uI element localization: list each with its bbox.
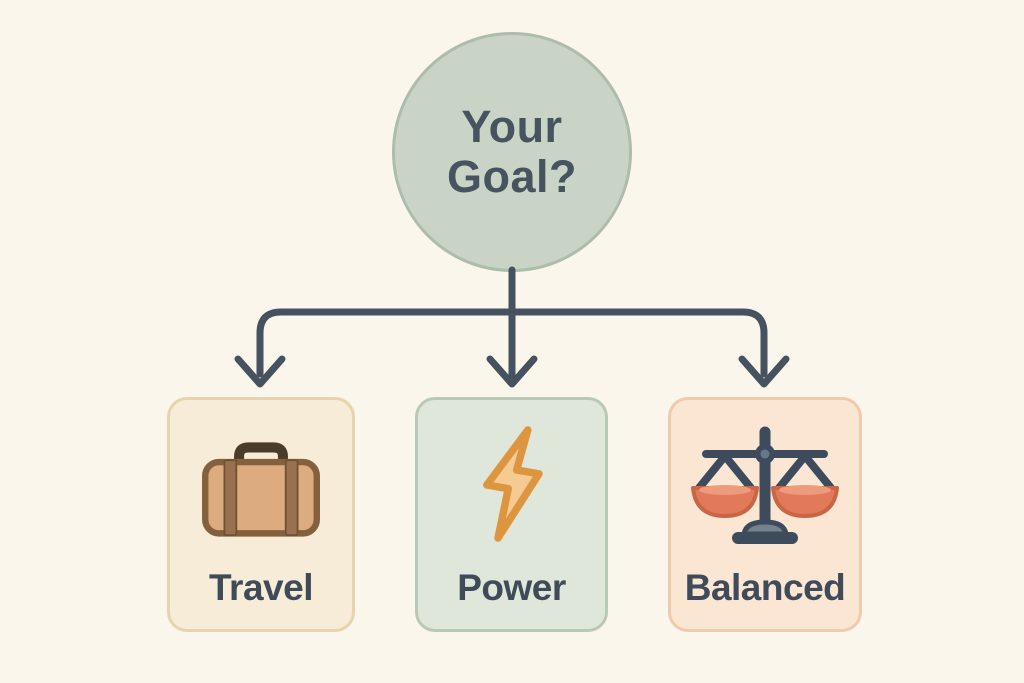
option-card-balanced: Balanced: [668, 397, 862, 632]
lightning-bolt-icon: [471, 420, 553, 548]
balance-scale-icon: [684, 420, 846, 548]
arrowhead-right: [738, 355, 790, 388]
option-card-travel: Travel: [167, 397, 355, 632]
goal-node-label: Your Goal?: [446, 100, 577, 202]
connector-branch-line: [256, 308, 768, 378]
option-label-power: Power: [457, 567, 566, 608]
arrowhead-left: [234, 355, 286, 388]
option-card-power: Power: [415, 397, 608, 632]
arrowhead-center: [486, 355, 538, 388]
goal-node: Your Goal?: [392, 32, 632, 272]
suitcase-icon: [197, 420, 325, 548]
option-label-balanced: Balanced: [684, 567, 846, 608]
option-label-travel: Travel: [209, 567, 313, 608]
